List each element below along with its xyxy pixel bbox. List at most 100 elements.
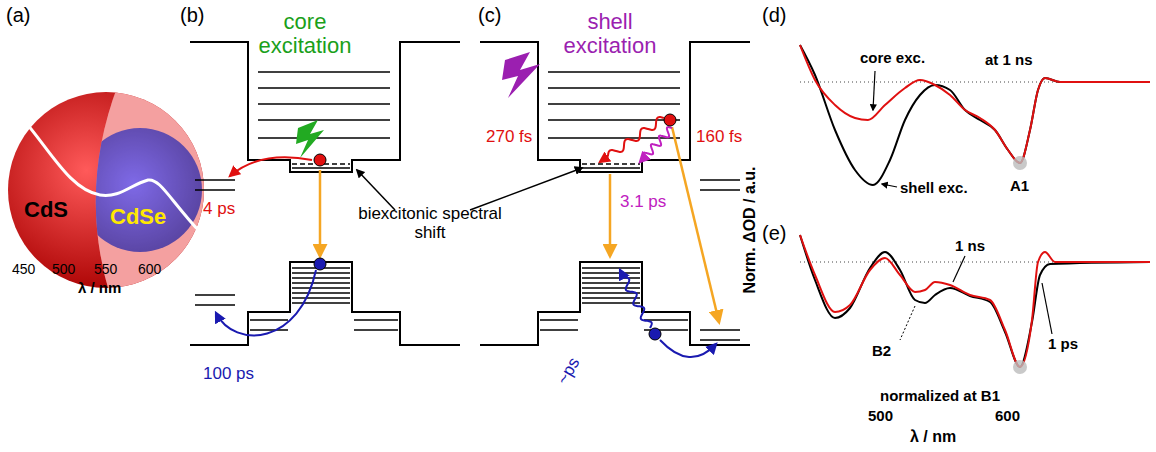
curve-label: core exc.: [860, 50, 925, 67]
energy-level: [582, 167, 640, 169]
relaxation-arrow: [640, 127, 672, 162]
band-diagram-core: [190, 42, 460, 345]
energy-level: [258, 137, 390, 139]
energy-level: [250, 329, 288, 331]
energy-level: [195, 294, 235, 296]
panel-letter: (b): [180, 4, 204, 26]
panel-heading: shell excitation: [550, 10, 670, 58]
material-label: CdSe: [110, 205, 166, 229]
energy-level: [548, 71, 680, 73]
energy-level: [292, 297, 350, 299]
energy-level: [540, 329, 578, 331]
energy-level: [258, 71, 390, 73]
energy-level: [195, 189, 235, 191]
arrow: [319, 170, 322, 256]
time-constant: 3.1 ps: [620, 193, 666, 212]
energy-level: [582, 282, 640, 284]
energy-level: [195, 179, 235, 181]
band-label: A1: [1010, 178, 1029, 195]
energy-level: [548, 87, 680, 89]
energy-level: [292, 282, 350, 284]
panel-letter: (d): [762, 4, 786, 26]
energy-level: [258, 119, 390, 121]
panel-heading: core excitation: [245, 10, 365, 58]
wavy-arrows: [600, 117, 672, 328]
energy-level: [292, 292, 350, 294]
arrow: [216, 270, 316, 335]
relaxation-arrow: [620, 270, 652, 328]
energy-level: [258, 87, 390, 89]
energy-levels: [195, 72, 740, 340]
spectrum-curve: [800, 45, 1150, 185]
band-label: B2: [872, 343, 891, 360]
energy-level: [582, 267, 640, 269]
arrow: [230, 157, 312, 176]
relaxation-arrow: [600, 117, 664, 162]
spectrum-curve: [800, 235, 1150, 367]
material-label: CdS: [24, 198, 68, 222]
energy-level: [700, 179, 740, 181]
curve-label: 1 ps: [1048, 336, 1078, 353]
energy-level: [354, 329, 398, 331]
arrow: [609, 174, 612, 256]
spectrum-curve: [800, 235, 1150, 367]
time-constant: 100 ps: [203, 365, 254, 384]
arrow: [672, 127, 719, 322]
energy-level: [582, 302, 640, 304]
energy-level: [644, 319, 688, 321]
energy-level: [354, 319, 398, 321]
energy-level: [540, 319, 578, 321]
energy-level: [582, 272, 640, 274]
energy-level: [292, 272, 350, 274]
spectrum-curve: [800, 45, 1150, 163]
spectra: [800, 45, 1150, 374]
tick-label: 600: [138, 262, 161, 277]
energy-level: [258, 103, 390, 105]
tick-label: 500: [868, 408, 893, 425]
axis-label: Norm. ΔOD / a.u.: [741, 166, 759, 293]
arrow: [660, 340, 716, 357]
energy-level: [700, 329, 740, 331]
energy-level: [292, 277, 350, 279]
annotation: normalized at B1: [880, 388, 1000, 405]
energy-level: [548, 119, 680, 121]
energy-level: [700, 189, 740, 191]
band-diagram-shell: [480, 42, 750, 345]
energy-level: [250, 319, 288, 321]
hole: [649, 328, 661, 340]
tick-label: 550: [94, 262, 117, 277]
time-constant: 160 fs: [696, 128, 742, 147]
energy-level: [292, 167, 350, 169]
time-constant: 4 ps: [203, 200, 235, 219]
curve-label: shell exc.: [900, 180, 968, 197]
lightning: [502, 52, 540, 98]
energy-level: [582, 297, 640, 299]
energy-level: [292, 287, 350, 289]
annotation: biexcitonic spectral shift: [355, 205, 505, 242]
energy-level: [548, 103, 680, 105]
panel-letter: (c): [478, 4, 501, 26]
tick-label: 450: [12, 262, 35, 277]
energy-level: [292, 302, 350, 304]
lightning: [296, 120, 324, 158]
time-constant: 270 fs: [486, 128, 532, 147]
pointer: [470, 168, 582, 210]
axis-label: λ / nm: [78, 280, 121, 297]
tick-label: 600: [995, 408, 1020, 425]
energy-level: [195, 304, 235, 306]
tick-label: 500: [52, 262, 75, 277]
energy-level: [582, 287, 640, 289]
axis-label: λ / nm: [910, 428, 956, 446]
pointer: [357, 170, 395, 210]
energy-level: [582, 277, 640, 279]
electron: [314, 154, 326, 166]
panel-letter: (a): [6, 4, 30, 26]
time-constant: ~ps: [554, 355, 584, 388]
curve-label: at 1 ns: [985, 52, 1033, 69]
hole: [314, 258, 326, 270]
electron: [664, 114, 676, 126]
energy-level: [700, 339, 740, 341]
nanocrystal: [8, 92, 204, 288]
panel-letter: (e): [762, 222, 786, 244]
